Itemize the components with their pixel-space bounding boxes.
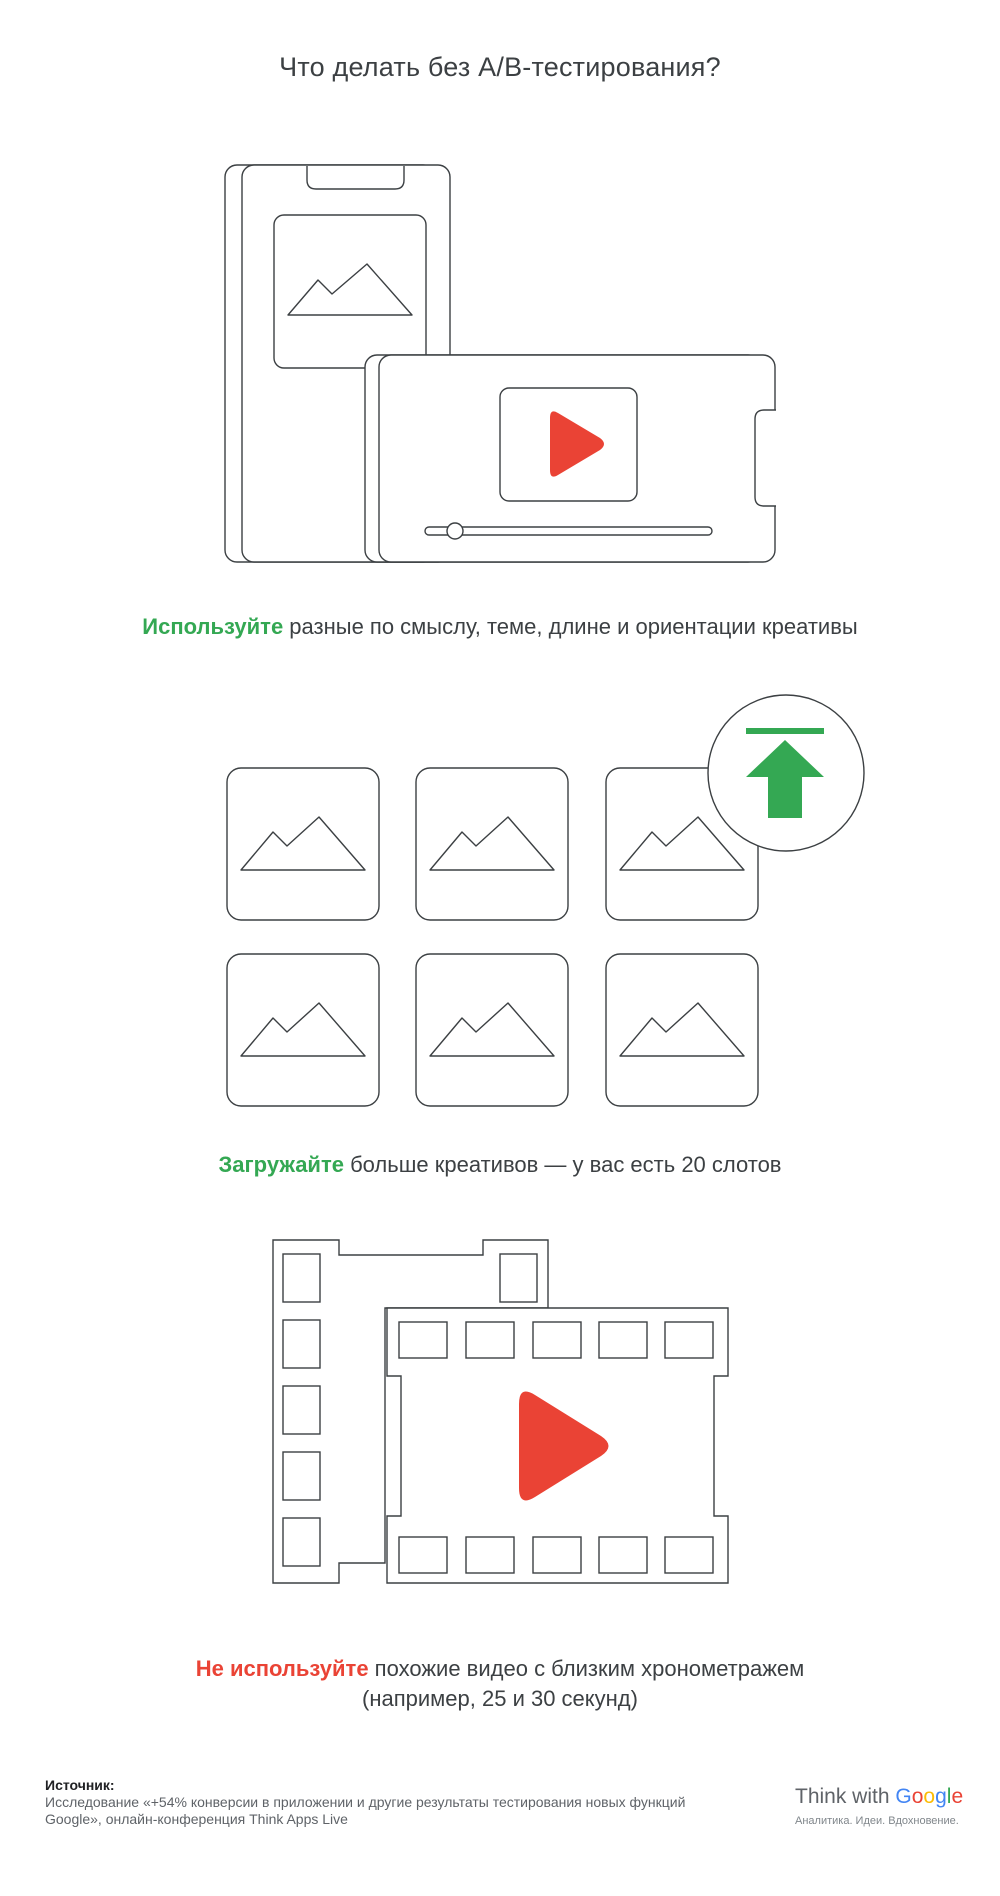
think-with-google-logo: Think with Google Аналитика. Идеи. Вдохн… bbox=[795, 1785, 975, 1827]
caption-avoid-text: похожие видео с близким хронометражем bbox=[368, 1656, 805, 1681]
caption-avoid-similar: Не используйте похожие видео с близким х… bbox=[0, 1654, 1000, 1714]
caption-avoid-text-line2: (например, 25 и 30 секунд) bbox=[362, 1686, 638, 1711]
upload-icon bbox=[746, 728, 824, 818]
caption-upload-highlight: Загружайте bbox=[218, 1152, 344, 1177]
brand-letter: l bbox=[946, 1785, 952, 1808]
phone-side-notch bbox=[754, 409, 776, 507]
progress-slider-knob bbox=[446, 522, 464, 540]
devices-illustration bbox=[224, 164, 776, 563]
mountain-shape bbox=[287, 263, 413, 316]
caption-diversify-highlight: Используйте bbox=[142, 614, 284, 639]
source-note: Источник: Исследование «+54% конверсии в… bbox=[45, 1777, 745, 1828]
play-icon bbox=[519, 1391, 609, 1501]
image-icon bbox=[273, 214, 427, 369]
brand-letter: o bbox=[923, 1785, 936, 1808]
image-grid-illustration bbox=[226, 694, 865, 1107]
source-text: Исследование «+54% конверсии в приложени… bbox=[45, 1794, 686, 1827]
play-icon bbox=[550, 411, 604, 477]
brand-wordmark: Think with Google bbox=[795, 1785, 975, 1809]
brand-tagline: Аналитика. Идеи. Вдохновение. bbox=[795, 1815, 959, 1827]
brand-letter: g bbox=[935, 1785, 947, 1808]
page-title: Что делать без A/B-тестирования? bbox=[279, 52, 721, 82]
caption-avoid-highlight: Не используйте bbox=[195, 1656, 369, 1681]
film-illustration bbox=[272, 1239, 729, 1584]
progress-slider-icon bbox=[424, 526, 713, 536]
brand-letter: o bbox=[911, 1785, 924, 1808]
caption-upload-text: больше креативов — у вас есть 20 слотов bbox=[343, 1152, 782, 1177]
caption-diversify: Используйте разные по смыслу, теме, длин… bbox=[0, 612, 1000, 642]
caption-upload-more: Загружайте больше креативов — у вас есть… bbox=[0, 1150, 1000, 1180]
brand-prefix: Think with bbox=[795, 1785, 896, 1808]
caption-diversify-text: разные по смыслу, теме, длине и ориентац… bbox=[283, 614, 858, 639]
brand-letter: e bbox=[951, 1785, 964, 1808]
phone-notch bbox=[306, 166, 405, 190]
source-label: Источник: bbox=[45, 1777, 115, 1793]
brand-letter: G bbox=[895, 1785, 912, 1808]
